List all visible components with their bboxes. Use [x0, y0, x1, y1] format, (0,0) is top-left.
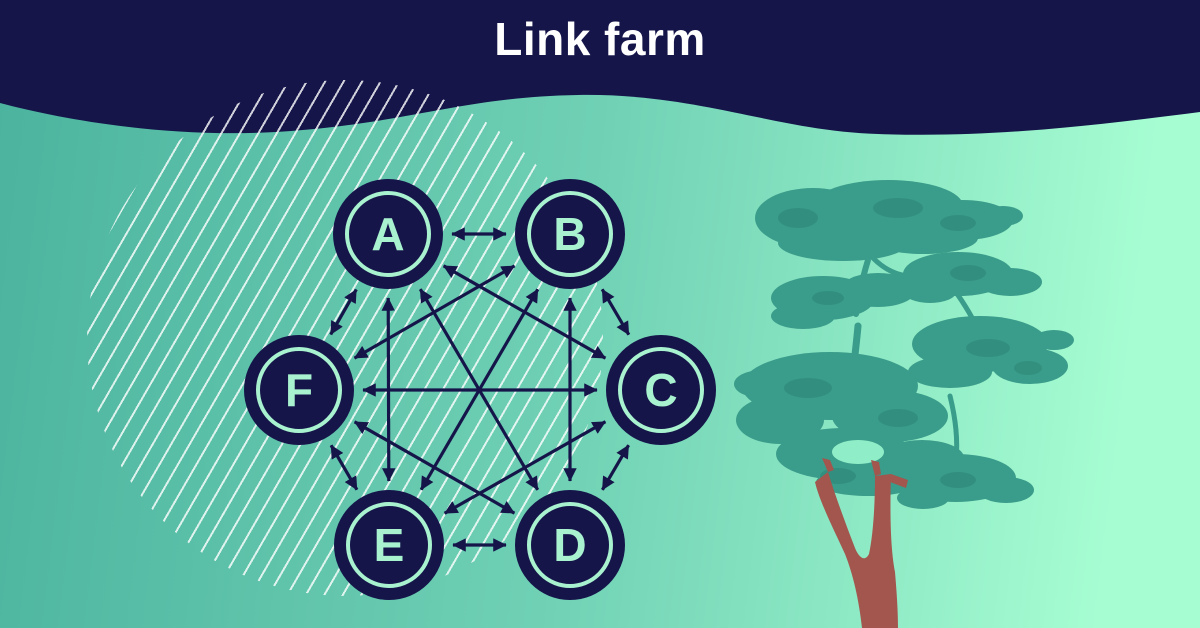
node-ring-F [256, 347, 342, 433]
node-circle-A [333, 179, 443, 289]
edge-A-F [329, 288, 358, 336]
edge-B-F [353, 264, 516, 360]
node-label-D: D [553, 519, 586, 571]
node-circle-C [606, 335, 716, 445]
node-ring-A [345, 191, 431, 277]
node-label-A: A [371, 208, 404, 260]
node-label-B: B [553, 208, 586, 260]
node-E: E [334, 490, 444, 600]
node-D: D [515, 490, 625, 600]
edge-D-F [353, 420, 516, 515]
node-ring-E [346, 502, 432, 588]
node-ring-C [618, 347, 704, 433]
tree-foliage-gap [832, 440, 884, 464]
node-B: B [515, 179, 625, 289]
edges-layer [329, 227, 631, 552]
node-label-C: C [644, 364, 677, 416]
node-circle-B [515, 179, 625, 289]
node-circle-F [244, 335, 354, 445]
edge-B-C [600, 288, 631, 336]
node-C: C [606, 335, 716, 445]
nodes-layer: A B C D E F [244, 179, 716, 600]
node-F: F [244, 335, 354, 445]
tree-illustration [734, 180, 1074, 628]
node-label-E: E [374, 519, 405, 571]
edge-C-D [601, 444, 630, 491]
node-ring-D [527, 502, 613, 588]
tree-foliage-shadows [778, 198, 1042, 488]
page-title: Link farm [494, 13, 706, 65]
node-A: A [333, 179, 443, 289]
node-circle-E [334, 490, 444, 600]
node-label-F: F [285, 364, 313, 416]
node-ring-B [527, 191, 613, 277]
tree-trunk [815, 458, 908, 628]
edge-E-F [329, 444, 359, 491]
node-circle-D [515, 490, 625, 600]
